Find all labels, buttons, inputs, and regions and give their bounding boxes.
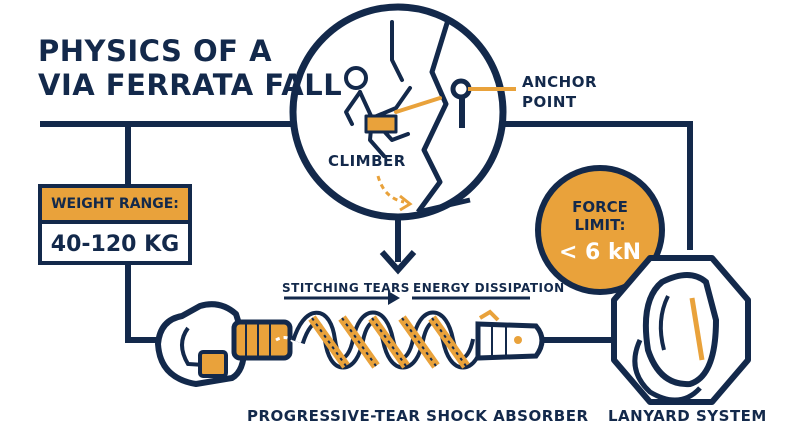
page-title: PHYSICS OF A VIA FERRATA FALL <box>38 34 342 102</box>
force-label-line-2: LIMIT: <box>574 216 626 234</box>
force-limit-badge <box>535 165 665 295</box>
weight-range-box: WEIGHT RANGE: 40-120 KG <box>38 184 192 265</box>
weight-range-value: 40-120 KG <box>50 232 180 257</box>
stitching-tears-label: STITCHING TEARS <box>282 281 410 295</box>
anchor-label-line-1: ANCHOR <box>522 73 598 91</box>
weight-range-label: WEIGHT RANGE: <box>42 188 188 224</box>
climber-icon <box>344 20 442 158</box>
force-limit-value: < 6 kN <box>558 240 642 265</box>
shock-absorber <box>231 319 302 361</box>
end-sleeve <box>475 309 545 361</box>
arrow-down-icon <box>379 218 417 275</box>
title-line-2: VIA FERRATA FALL <box>38 68 343 102</box>
twisted-coil <box>291 310 485 370</box>
title-line-1: PHYSICS OF A <box>38 34 273 68</box>
climber-label: CLIMBER <box>328 152 406 170</box>
energy-dissipation-label: ENERGY DISSIPATION <box>413 281 565 295</box>
anchor-label-line-2: POINT <box>522 93 577 111</box>
lanyard-system-label: LANYARD SYSTEM <box>608 407 767 425</box>
anchor-point-label: ANCHOR POINT <box>522 72 597 112</box>
anchor-bolt-icon <box>450 78 516 128</box>
lanyard-system <box>611 255 751 405</box>
arrow-right-icon <box>284 291 530 305</box>
force-limit-label: FORCE LIMIT: <box>545 198 655 234</box>
force-label-line-1: FORCE <box>572 198 628 216</box>
climber-circle <box>289 3 507 221</box>
carabiner-icon <box>155 301 248 387</box>
shock-absorber-label: PROGRESSIVE-TEAR SHOCK ABSORBER <box>247 407 589 425</box>
